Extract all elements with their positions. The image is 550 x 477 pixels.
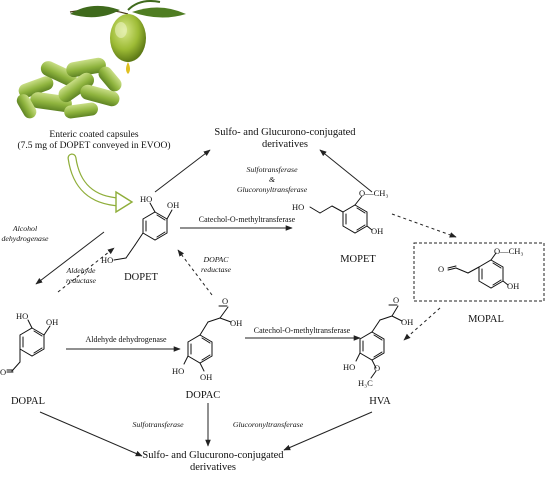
dopal-ho: HO — [16, 311, 28, 321]
arrow-hva-to-conjugates — [283, 411, 373, 451]
mopal-och3: O—CH₃ — [494, 246, 523, 256]
arrow-dopet-to-dopal — [35, 231, 105, 285]
mopet-och3: O—CH₃ — [359, 188, 388, 198]
mopal-box — [413, 242, 545, 302]
mopal-structure — [447, 252, 509, 289]
dopal-oh: OH — [46, 317, 58, 327]
hva-ho: HO — [343, 362, 355, 372]
olive-illustration — [69, 0, 186, 74]
capsule-caption-line2: (7.5 mg of DOPET conveyed in EVOO) — [17, 140, 170, 151]
arrow-mopet-to-mopal — [391, 213, 457, 238]
mopal-oh: OH — [507, 281, 519, 291]
hva-o: O — [393, 295, 399, 305]
mopet-structure — [309, 195, 373, 234]
ingestion-arrow — [67, 153, 134, 214]
label-mopet: MOPET — [340, 254, 376, 265]
dopet-alcohol-ho: HO — [101, 255, 113, 265]
hva-o-methoxy: O — [374, 363, 380, 373]
enzyme-dopac-red-line2: reductase — [201, 265, 232, 274]
arrow-dopal-to-conjugates — [39, 411, 143, 457]
mopet-alcohol-ho: HO — [292, 202, 304, 212]
enzyme-aldehyde-red-line2: reductase — [66, 276, 97, 285]
label-dopal: DOPAL — [11, 396, 45, 407]
capsules-illustration — [16, 57, 122, 119]
mopal-o: O — [438, 264, 444, 274]
label-dopac: DOPAC — [186, 390, 221, 401]
dopet-oh: OH — [167, 200, 179, 210]
label-hva: HVA — [369, 396, 391, 407]
hva-structure — [355, 304, 403, 379]
dopal-structure — [6, 319, 51, 373]
enzyme-glucoronyltransferase-bottom: Glucoronyltransferase — [233, 420, 304, 429]
arrow-mopet-to-conjugates — [319, 149, 373, 193]
conjugates-bottom-line1: Sulfo- and Glucurono-conjugated — [142, 450, 284, 461]
enzyme-glucoronyltransferase-top: Glucoronyltransferase — [237, 185, 308, 194]
dopac-oh: OH — [200, 372, 212, 382]
enzyme-alcohol-dh-line1: Alcohol — [12, 224, 37, 233]
enzyme-dopac-red-line1: DOPAC — [203, 255, 230, 264]
dopet-structure — [113, 202, 173, 261]
label-mopal: MOPAL — [468, 314, 504, 325]
capsule-caption-line1: Enteric coated capsules — [49, 130, 138, 140]
enzyme-comt-bottom: Catechol-O-methyltransferase — [254, 326, 351, 335]
mopet-oh: OH — [371, 226, 383, 236]
enzyme-ampersand-top: & — [269, 175, 276, 184]
conjugates-top-line2: derivatives — [262, 139, 308, 150]
arrow-mopal-to-hva — [403, 307, 441, 341]
hva-oh-acid: OH — [401, 317, 413, 327]
arrow-dopet-to-conjugates — [154, 149, 211, 193]
hva-h3c: H₃C — [358, 378, 373, 388]
enzyme-sulfotransferase-top: Sulfotransferase — [246, 165, 298, 174]
dopac-o: O — [222, 296, 228, 306]
enzyme-aldehyde-red-line1: Aldehyde — [65, 266, 96, 275]
dopac-ho: HO — [172, 366, 184, 376]
dopal-o: O — [0, 367, 6, 377]
dopac-structure — [183, 305, 232, 372]
dopet-ho: HO — [140, 194, 152, 204]
conjugates-bottom-line2: derivatives — [190, 462, 236, 473]
label-dopet: DOPET — [124, 272, 158, 283]
enzyme-comt-top: Catechol-O-methyltransferase — [199, 215, 296, 224]
enzyme-aldehyde-dh: Aldehyde dehydrogenase — [85, 335, 167, 344]
conjugates-top-line1: Sulfo- and Glucurono-conjugated — [214, 127, 356, 138]
dopac-oh-acid: OH — [230, 318, 242, 328]
enzyme-sulfotransferase-bottom: Sulfotransferase — [132, 420, 184, 429]
enzyme-alcohol-dh-line2: dehydrogenase — [2, 234, 49, 243]
